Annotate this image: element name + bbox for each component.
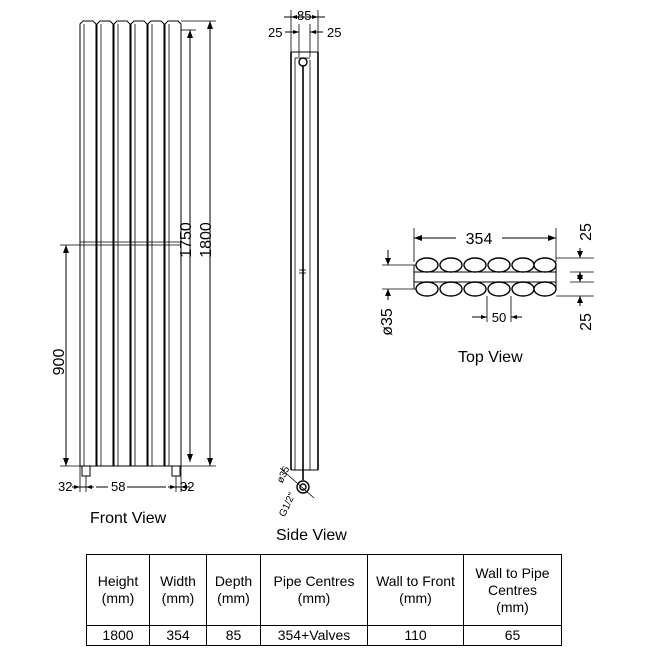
specs-table: Height(mm) Width(mm) Depth(mm) Pipe Cent… <box>86 554 562 646</box>
top-view-label: Top View <box>458 349 523 366</box>
front-view: 900 1750 1800 <box>51 20 216 527</box>
dimension-900: 900 <box>51 244 80 467</box>
specs-value-row: 1800 354 85 354+Valves 110 65 <box>86 625 562 646</box>
header-wall-to-pipe-centres-unit: (mm) <box>496 598 529 615</box>
dimension-25-left-label: 25 <box>268 25 282 40</box>
dimension-pitch-label: 50 <box>492 310 506 325</box>
dimension-top-view-right: 25 25 <box>556 223 595 331</box>
header-wall-to-pipe-centres-title: Wall to Pipe Centres <box>475 564 550 598</box>
top-view: 354 ø35 <box>379 223 595 366</box>
side-view-radiator-body <box>290 51 319 480</box>
dimension-900-label: 900 <box>51 349 68 376</box>
value-height: 1800 <box>86 625 150 646</box>
front-view-label: Front View <box>90 510 167 527</box>
dimension-tube-dia-label: ø35 <box>379 308 396 336</box>
header-depth: Depth(mm) <box>206 554 261 626</box>
dimension-1800-label: 1800 <box>198 222 215 258</box>
specs-header-row: Height(mm) Width(mm) Depth(mm) Pipe Cent… <box>86 554 562 626</box>
dimension-25-right-label: 25 <box>327 25 341 40</box>
front-view-radiator-columns <box>79 20 182 467</box>
dimension-32-right-label: 32 <box>180 479 194 494</box>
header-width-title: Width <box>160 573 196 589</box>
header-height-title: Height <box>97 573 139 589</box>
top-view-tubes <box>413 257 557 297</box>
value-wall-to-front: 110 <box>367 625 464 646</box>
dimension-58-label: 58 <box>111 479 125 494</box>
header-wall-to-front: Wall to Front(mm) <box>367 554 464 626</box>
bottom-dimensions: 32 58 32 <box>58 466 194 494</box>
header-wall-to-front-unit: (mm) <box>399 590 432 606</box>
header-height: Height(mm) <box>86 554 150 626</box>
dimension-pipe-dia-label: ø35 <box>275 464 292 485</box>
dimension-354: 354 <box>413 228 557 262</box>
dimension-1750: 1750 <box>178 29 196 462</box>
header-wall-to-pipe-centres: Wall to Pipe Centres(mm) <box>463 554 562 626</box>
dimension-tube-dia: ø35 <box>379 250 416 336</box>
header-depth-unit: (mm) <box>217 590 250 606</box>
side-view: 85 25 25 ø35 G1/2" <box>268 8 347 544</box>
header-pipe-centres-title: Pipe Centres <box>273 573 355 589</box>
dimension-25-top-label: 25 <box>578 223 595 241</box>
value-depth: 85 <box>206 625 261 646</box>
header-pipe-centres-unit: (mm) <box>297 590 331 606</box>
dimension-25-bottom-label: 25 <box>578 313 595 331</box>
value-pipe-centres: 354+Valves <box>260 625 368 646</box>
side-view-label: Side View <box>276 527 347 544</box>
header-pipe-centres: Pipe Centres(mm) <box>260 554 368 626</box>
dimension-1750-label: 1750 <box>178 222 195 258</box>
side-view-top-dimensions: 85 25 25 <box>268 8 341 57</box>
dimension-1800: 1800 <box>181 20 216 467</box>
side-view-valve: ø35 G1/2" <box>275 464 315 519</box>
header-wall-to-front-title: Wall to Front <box>376 573 455 589</box>
dimension-pitch: 50 <box>472 296 522 325</box>
dimension-354-label: 354 <box>466 231 493 248</box>
header-width: Width(mm) <box>149 554 207 626</box>
dimension-85-label: 85 <box>297 8 311 23</box>
dimension-32-left-label: 32 <box>58 479 72 494</box>
technical-drawing: 900 1750 1800 <box>51 8 595 544</box>
header-height-unit: (mm) <box>101 590 135 606</box>
header-depth-title: Depth <box>214 573 253 589</box>
value-width: 354 <box>149 625 207 646</box>
value-wall-to-pipe-centres: 65 <box>463 625 562 646</box>
header-width-unit: (mm) <box>161 590 195 606</box>
dimension-thread-label: G1/2" <box>277 491 298 519</box>
front-view-valves <box>81 465 181 477</box>
